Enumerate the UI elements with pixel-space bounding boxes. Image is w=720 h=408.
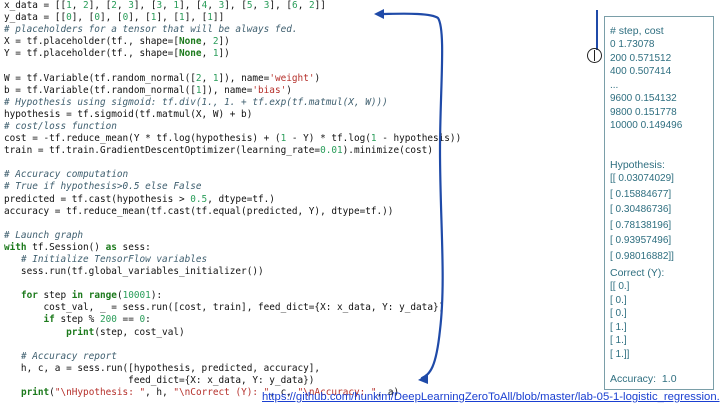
code-line: # Launch graph [4,229,84,241]
code-line: y_data = [[0], [0], [0], [1], [1], [1]] [4,12,225,24]
correct-row: [ 1.] [610,321,627,333]
code-line: # Accuracy computation [4,169,129,181]
mouse-cursor-icon [587,48,602,63]
hypothesis-row: [ 0.30486736] [610,204,672,215]
code-line: cost = -tf.reduce_mean(Y * tf.log(hypoth… [4,133,462,145]
code-line: # cost/loss function [4,120,117,132]
code-line [4,278,454,290]
hypothesis-row: [[ 0.03074029] [610,173,674,184]
code-line: hypothesis = tf.sigmoid(tf.matmul(X, W) … [4,108,253,120]
code-line [4,339,454,351]
hypothesis-row: [ 0.78138196] [610,219,672,231]
cost-row: ... [610,79,619,91]
code-line: h, c, a = sess.run([hypothesis, predicte… [4,362,321,374]
hypothesis-row: [ 0.93957496] [610,235,672,246]
code-line: x_data = [[1, 2], [2, 3], [3, 1], [4, 3]… [4,0,326,11]
cost-row: 9800 0.151778 [610,106,677,118]
cost-row: 200 0.571512 [610,52,672,64]
code-line: cost_val, _ = sess.run([cost, train], fe… [4,302,445,314]
accuracy-line: Accuracy: 1.0 [610,373,677,385]
cost-row: 0 1.73078 [610,39,655,50]
code-line: sess.run(tf.global_variables_initializer… [4,266,264,278]
source-link[interactable]: https://github.com/hunkim/DeepLearningZe… [262,391,720,403]
annotation-stroke [596,10,598,50]
cost-row: 10000 0.149496 [610,120,683,131]
code-line: for step in range(10001): [20,290,163,302]
cost-header: # step, cost [610,25,664,37]
cost-row: 400 0.507414 [610,66,672,77]
correct-row: [ 1.] [610,335,627,347]
code-line: if step % 200 == 0: [43,314,151,326]
code-line: print(step, cost_val) [66,326,185,338]
hypothesis-header: Hypothesis: [610,159,665,171]
code-line: # True if hypothesis>0.5 else False [4,181,202,193]
code-line [4,60,454,72]
code-line [4,218,454,230]
cost-row: 9600 0.154132 [610,93,677,104]
code-editor: x_data = [[1, 2], [2, 3], [3, 1], [4, 3]… [4,0,462,399]
code-line: # Initialize TensorFlow variables [20,253,208,265]
code-line: W = tf.Variable(tf.random_normal([2, 1])… [4,72,321,84]
hypothesis-row: [ 0.98016882]] [610,250,674,262]
correct-header: Correct (Y): [610,267,665,279]
code-line [4,157,454,169]
hypothesis-row: [ 0.15884677] [610,188,672,200]
correct-row: [ 1.]] [610,349,630,360]
correct-row: [[ 0.] [610,281,630,292]
code-line: train = tf.train.GradientDescentOptimize… [4,145,433,157]
correct-row: [ 0.] [610,308,627,320]
code-line: # placeholders for a tensor that will be… [4,24,298,36]
code-line: b = tf.Variable(tf.random_normal([1]), n… [4,84,292,96]
output-panel: # step, cost 0 1.73078 200 0.571512 400 0.… [604,16,714,390]
code-line: print("\nHypothesis: ", h, "\nCorrect (Y… [20,387,400,398]
code-line: # Hypothesis using sigmoid: tf.div(1., 1… [4,96,388,108]
code-line: with tf.Session() as sess: [4,241,151,253]
code-line: predicted = tf.cast(hypothesis > 0.5, dt… [4,193,275,205]
code-line: # Accuracy report [20,350,117,362]
code-line: Y = tf.placeholder(tf., shape=[None, 1]) [4,48,230,60]
code-line: X = tf.placeholder(tf., shape=[None, 2]) [4,36,230,48]
code-line: feed_dict={X: x_data, Y: y_data}) [4,374,315,386]
code-line: accuracy = tf.reduce_mean(tf.cast(tf.equ… [4,205,394,217]
correct-row: [ 0.] [610,294,627,306]
